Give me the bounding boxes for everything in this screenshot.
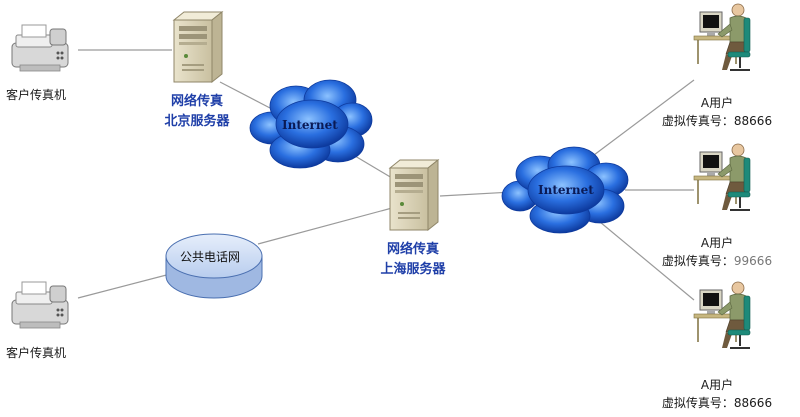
user-1-fax: 虚拟传真号：88666 xyxy=(652,112,782,129)
link-internet-right-user3 xyxy=(599,221,695,301)
user-3-icon xyxy=(693,281,751,349)
user-2-icon xyxy=(693,143,751,211)
beijing-server-icon xyxy=(173,11,223,83)
internet-left-label: Internet xyxy=(282,118,338,132)
user-3-name: A用户 xyxy=(700,378,734,392)
link-bottomfax-pstn xyxy=(77,271,179,299)
user-3-fax: 虚拟传真号：88666 xyxy=(652,394,782,411)
user-2-fax: 虚拟传真号：99666 xyxy=(652,252,782,269)
pstn-label: 公共电话网 xyxy=(180,250,240,264)
link-shanghai-internet-right xyxy=(439,191,513,197)
user-1-name: A用户 xyxy=(700,96,734,110)
user-2-name: A用户 xyxy=(700,236,734,250)
link-pstn-shanghai xyxy=(257,207,393,245)
user-1-icon xyxy=(693,3,751,71)
user-3-fax-label: 虚拟传真号： xyxy=(661,396,734,410)
client-fax-bottom-icon xyxy=(11,281,69,329)
client-fax-top-icon xyxy=(11,24,69,72)
link-beijing-internet-left xyxy=(219,81,271,109)
shanghai-server-icon xyxy=(389,159,439,231)
internet-cloud-left: Internet xyxy=(249,79,373,169)
beijing-server-label-line1: 网络传真 xyxy=(170,94,223,109)
internet-right-label: Internet xyxy=(538,183,594,197)
user-2-fax-number: 99666 xyxy=(733,254,773,268)
user-1-fax-label: 虚拟传真号： xyxy=(661,114,734,128)
user-1-fax-number: 88666 xyxy=(733,114,773,128)
shanghai-server-label-line2: 上海服务器 xyxy=(380,262,446,277)
shanghai-server-label-line1: 网络传真 xyxy=(386,242,439,257)
user-2-fax-label: 虚拟传真号： xyxy=(661,254,734,268)
beijing-server-label-line2: 北京服务器 xyxy=(164,114,230,129)
client-fax-bottom-label: 客户传真机 xyxy=(6,346,67,360)
client-fax-top-label: 客户传真机 xyxy=(6,88,67,102)
link-internet-right-user1 xyxy=(589,79,695,159)
user-3-fax-number: 88666 xyxy=(733,396,773,410)
pstn-cylinder: 公共电话网 xyxy=(165,233,263,299)
internet-cloud-right: Internet xyxy=(501,146,629,234)
